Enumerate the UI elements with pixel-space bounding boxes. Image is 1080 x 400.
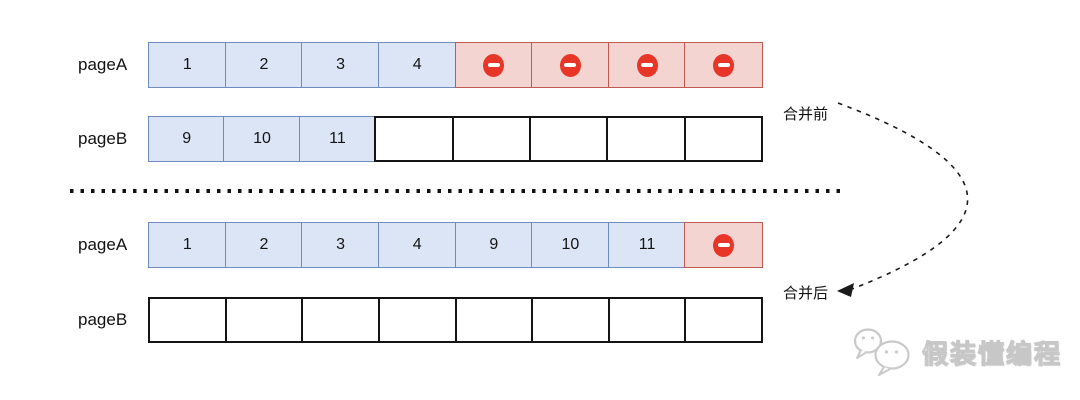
- cell-deleted-record: [607, 42, 687, 88]
- cell-empty-slot: [683, 116, 763, 162]
- minus-circle-icon: [483, 53, 505, 77]
- cell-record-value: 3: [301, 42, 380, 88]
- cell-empty-slot: [377, 297, 457, 343]
- cell-record-value: 10: [531, 222, 610, 268]
- row-label-pageA-after: pageA: [78, 235, 128, 254]
- minus-circle-icon: [713, 233, 735, 257]
- cell-record-value: 3: [301, 222, 380, 268]
- cell-record-value: 1: [148, 42, 227, 88]
- row-label-pageA-before: pageA: [78, 55, 128, 74]
- cell-record-value: 4: [377, 222, 457, 268]
- label-after-merge: 合并后: [783, 285, 829, 302]
- pageB-after-cells: [148, 297, 763, 343]
- minus-circle-icon: [636, 53, 658, 77]
- chat-bubbles-logo-icon: [853, 328, 910, 376]
- minus-circle-icon: [713, 53, 735, 77]
- cell-record-value: 2: [224, 222, 304, 268]
- row-label-pageB-before: pageB: [78, 129, 128, 148]
- cell-empty-slot: [454, 297, 534, 343]
- watermark-brand: 假装懂编程: [851, 327, 1062, 377]
- cell-empty-slot: [224, 297, 304, 343]
- cell-record-value: 9: [454, 222, 534, 268]
- cell-empty-slot: [684, 297, 763, 343]
- section-divider-dotted-line: [70, 189, 843, 193]
- cell-empty-slot: [148, 297, 227, 343]
- cell-deleted-record: [454, 42, 534, 88]
- cell-empty-slot: [301, 297, 380, 343]
- cell-empty-slot: [528, 116, 609, 162]
- watermark-text: 假装懂编程: [921, 338, 1063, 369]
- dashed-curve: [837, 102, 969, 290]
- cell-record-value: 1: [148, 222, 227, 268]
- cell-empty-slot: [531, 297, 610, 343]
- row-label-pageB-after: pageB: [78, 310, 128, 329]
- cell-record-value: 11: [607, 222, 687, 268]
- cell-record-value: 2: [224, 42, 304, 88]
- cell-record-value: 10: [223, 116, 301, 162]
- cell-empty-slot: [451, 116, 531, 162]
- cell-empty-slot: [374, 116, 454, 162]
- cell-empty-slot: [607, 297, 687, 343]
- arrowhead-icon: [837, 283, 854, 297]
- cell-record-value: 9: [148, 116, 226, 162]
- cell-deleted-record: [531, 42, 610, 88]
- cell-empty-slot: [606, 116, 686, 162]
- cell-deleted-record: [684, 42, 763, 88]
- cell-deleted-record: [684, 222, 763, 268]
- cell-record-value: 4: [377, 42, 457, 88]
- label-before-merge: 合并前: [783, 106, 829, 123]
- minus-circle-icon: [559, 53, 581, 77]
- cell-record-value: 11: [298, 116, 377, 162]
